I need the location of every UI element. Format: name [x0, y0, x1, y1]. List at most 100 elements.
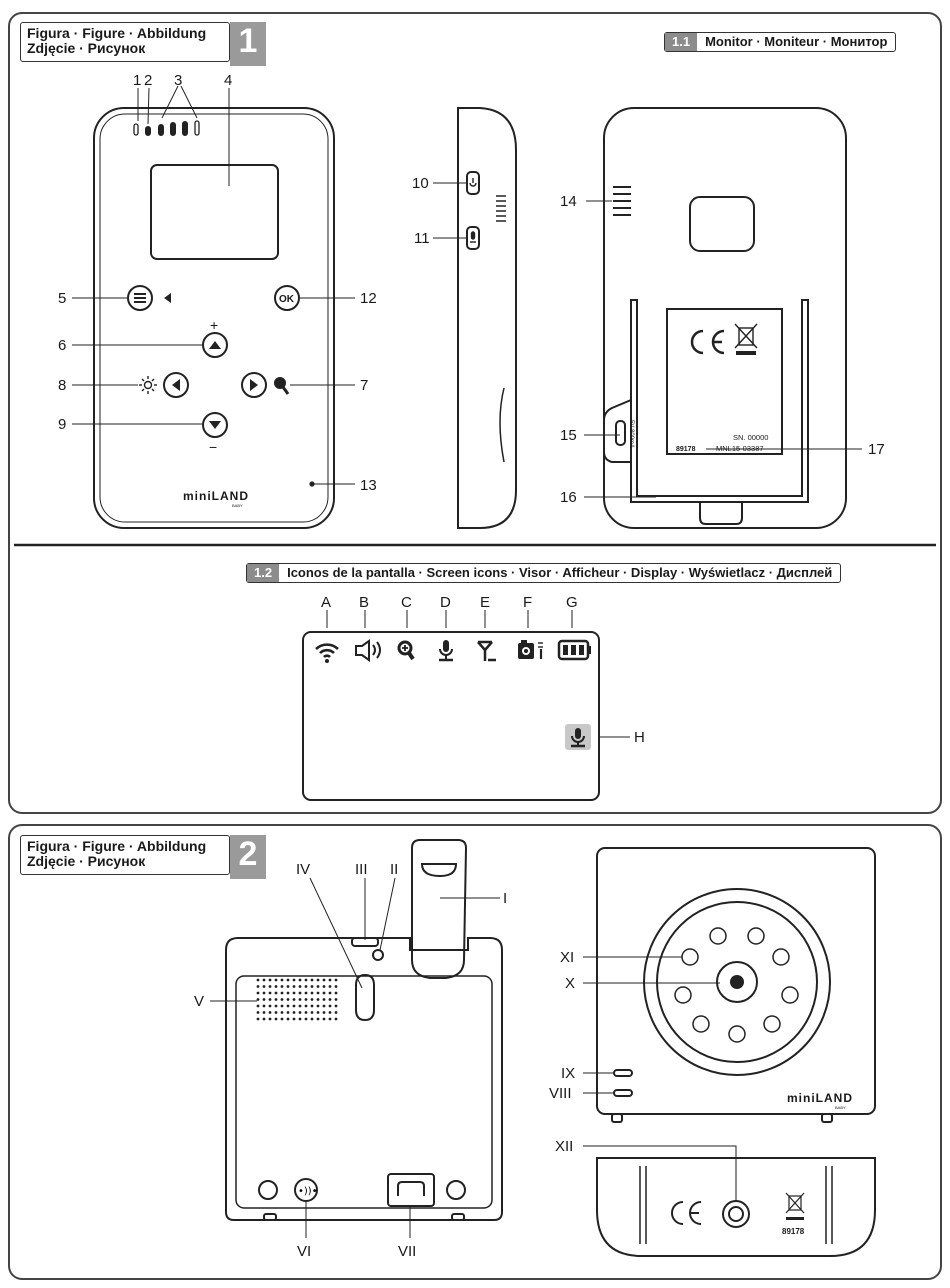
icon-letter-g: G	[566, 594, 578, 611]
grille-dot	[268, 1004, 272, 1008]
grille-dot	[262, 991, 266, 995]
camera-front-body	[596, 847, 876, 1115]
grille-dot	[286, 1017, 290, 1021]
grille-dot	[280, 1017, 284, 1021]
brand-logo-camera: miniLAND	[787, 1091, 853, 1105]
callout-14: 14	[560, 193, 577, 210]
camera-lens	[716, 961, 758, 1003]
grille-dot	[304, 1011, 308, 1014]
callout-1: 1	[133, 72, 141, 89]
grille-dot	[316, 991, 320, 995]
camera-back-body	[225, 937, 503, 1221]
grille-dot	[280, 998, 284, 1001]
plus-sign: +	[210, 317, 218, 333]
callout-xii: XII	[555, 1138, 573, 1155]
grille-dot	[268, 978, 272, 982]
grille-dot	[334, 1004, 338, 1008]
up-button	[202, 332, 228, 358]
figure-1-title-line2: Zdjęcie · Рисунок	[27, 40, 146, 56]
grille-dot	[328, 1011, 332, 1014]
battery-icon	[557, 639, 591, 661]
callout-13: 13	[360, 477, 377, 494]
figure-2-title-line2: Zdjęcie · Рисунок	[27, 853, 146, 869]
grille-dot	[274, 1017, 278, 1021]
grille-dot	[256, 1004, 260, 1008]
callout-17: 17	[868, 441, 885, 458]
callout-x: X	[565, 975, 575, 992]
callout-15: 15	[560, 427, 577, 444]
brand-sub-camera: BABY	[835, 1105, 846, 1110]
grille-dot	[310, 985, 314, 988]
grille-dot	[328, 985, 332, 988]
figure-2-title-line1: Figura · Figure · Abbildung	[27, 838, 207, 854]
pair-button-back	[294, 1178, 318, 1202]
figure-1-number: 1	[230, 22, 266, 66]
grille-dot	[316, 985, 320, 988]
speaker-icon	[355, 639, 381, 662]
port-rating: 5V 800mA	[628, 420, 634, 448]
monitor-side-body	[457, 107, 517, 529]
monitor-screen	[150, 164, 279, 260]
callout-3: 3	[174, 72, 182, 89]
grille-dot	[292, 1017, 296, 1021]
grille-dot	[334, 1017, 338, 1021]
wall-mount-keyhole	[355, 973, 375, 1022]
grille-dot	[274, 998, 278, 1001]
grille-dot	[292, 1011, 296, 1014]
camera-antenna	[411, 839, 468, 979]
grille-dot	[268, 991, 272, 995]
grille-dot	[268, 1011, 272, 1014]
callout-9: 9	[58, 416, 66, 433]
grille-dot	[322, 1004, 326, 1008]
grille-dot	[280, 985, 284, 988]
section-1-1-title: Monitor · Moniteur · Монитор	[705, 34, 888, 49]
section-1-2-title: Iconos de la pantalla · Screen icons · V…	[287, 565, 833, 580]
grille-dot	[322, 1011, 326, 1014]
grille-dot	[292, 991, 296, 995]
figure-2-title: Figura · Figure · Abbildung Zdjęcie · Ри…	[20, 835, 230, 875]
minus-sign: −	[209, 439, 217, 455]
grille-dot	[286, 1004, 290, 1008]
grille-dot	[256, 985, 260, 988]
icon-letter-b: B	[359, 594, 369, 611]
callout-5: 5	[58, 290, 66, 307]
grille-dot	[298, 978, 302, 982]
figure-1-panel	[8, 12, 942, 814]
grille-dot	[298, 998, 302, 1001]
callout-4: 4	[224, 72, 232, 89]
camera-bottom-body	[596, 1157, 876, 1257]
grille-dot	[262, 985, 266, 988]
brightness-icon	[139, 376, 157, 394]
figure-2-number: 2	[230, 835, 266, 879]
grille-dot	[286, 998, 290, 1001]
label-code-camera: 89178	[782, 1227, 805, 1236]
grille-dot	[304, 1017, 308, 1021]
pair-icon: •))•	[298, 1186, 318, 1197]
left-button	[163, 372, 189, 398]
grille-dot	[304, 1004, 308, 1008]
icon-letter-f: F	[523, 594, 532, 611]
callout-i: I	[503, 890, 507, 907]
figure-2-panel	[8, 824, 942, 1280]
grille-dot	[316, 998, 320, 1001]
icon-letter-a: A	[321, 594, 331, 611]
right-button	[241, 372, 267, 398]
label-model: MNL15-03387	[716, 444, 764, 453]
callout-8: 8	[58, 377, 66, 394]
grille-dot	[256, 991, 260, 995]
talk-active-icon	[565, 724, 591, 750]
grille-dot	[292, 1004, 296, 1008]
grille-dot	[292, 985, 296, 988]
section-1-2-number: 1.2	[247, 564, 280, 582]
grille-dot	[262, 1011, 266, 1014]
grille-dot	[268, 1017, 272, 1021]
grille-dot	[262, 1017, 266, 1021]
grille-dot	[316, 978, 320, 982]
icon-letter-d: D	[440, 594, 451, 611]
callout-11: 11	[414, 230, 430, 247]
ok-button	[274, 285, 300, 311]
grille-dot	[256, 978, 260, 982]
zoom-icon	[397, 640, 415, 661]
